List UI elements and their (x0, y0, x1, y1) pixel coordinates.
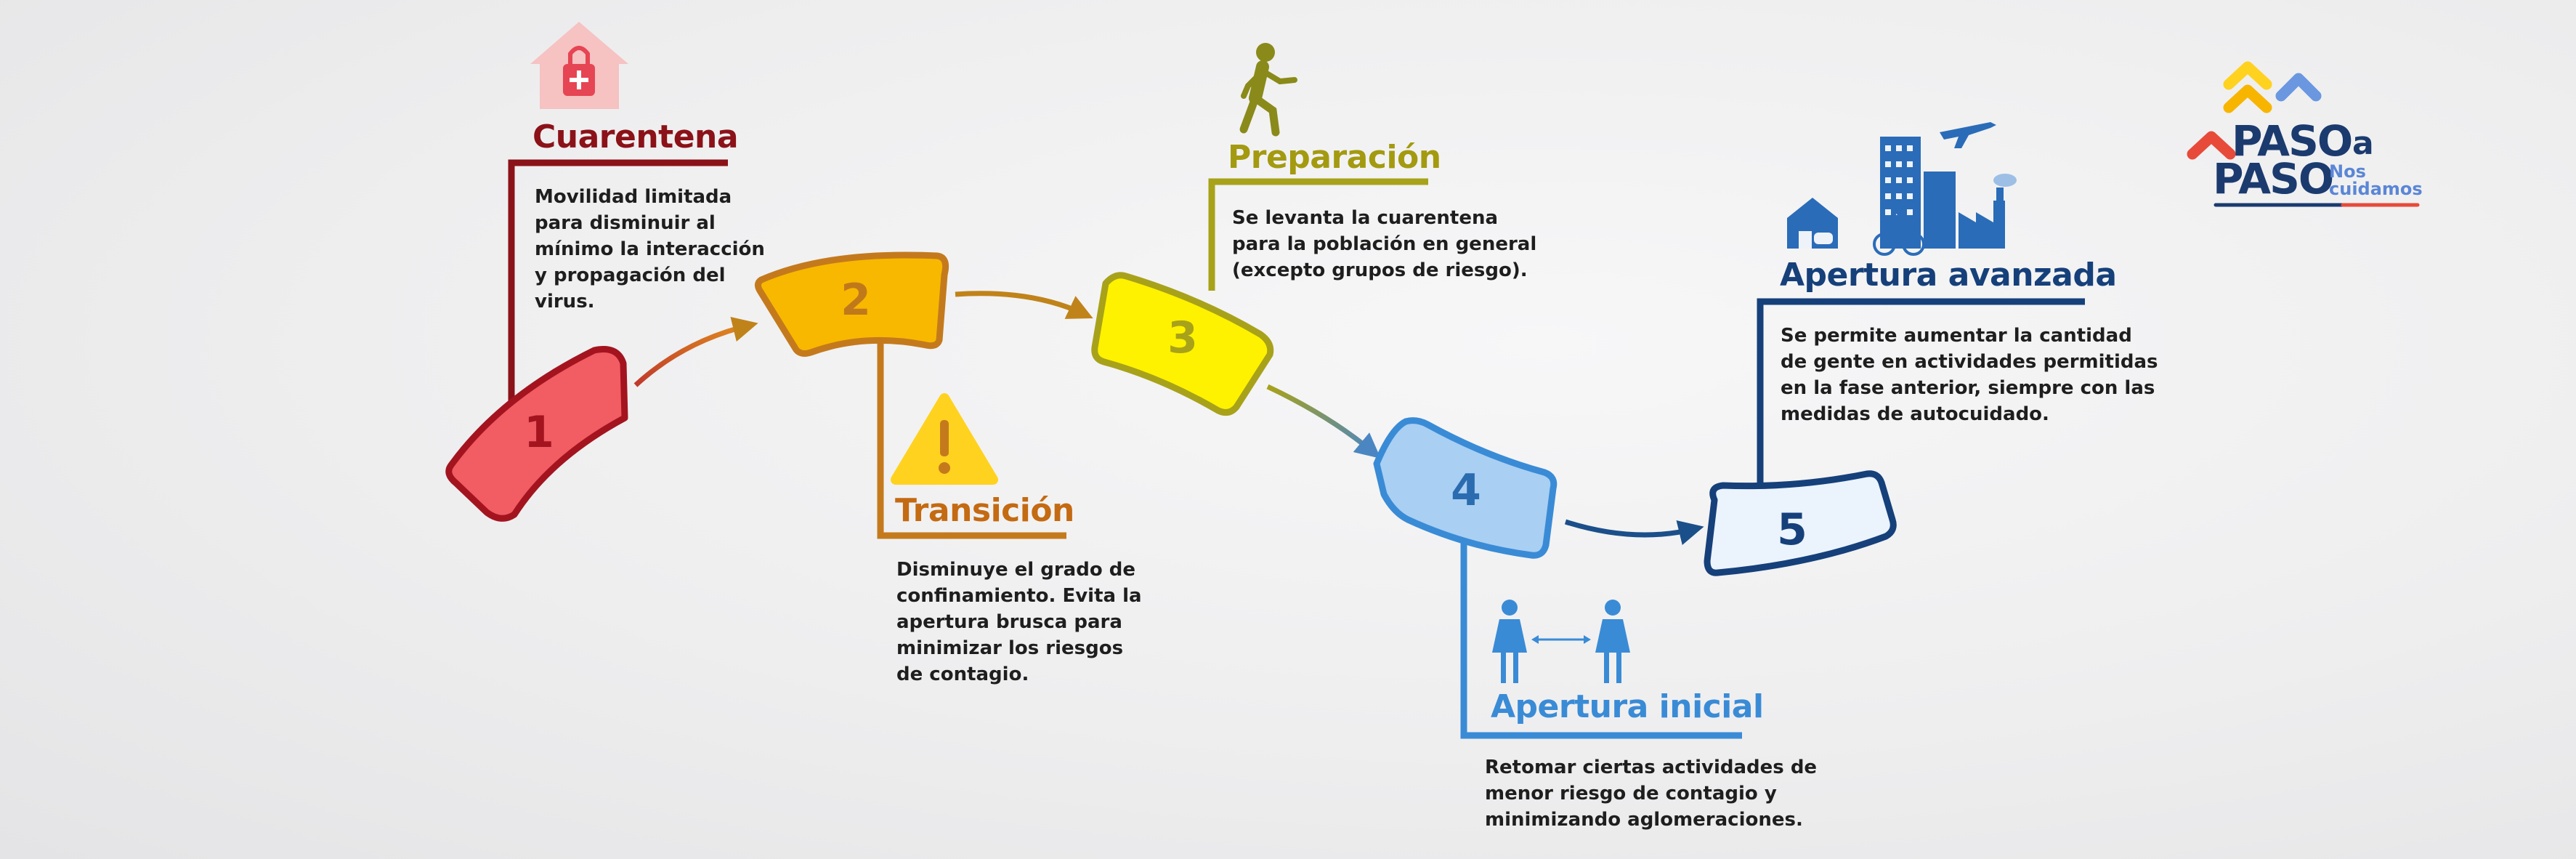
phase-2-title: Transición (895, 492, 1074, 529)
phase-2-callout-line (877, 342, 1066, 539)
phase-1-number: 1 (524, 407, 554, 458)
phase-3-callout-line (1208, 178, 1428, 291)
phase-2-block (754, 251, 949, 357)
phase-1-title: Cuarentena (532, 118, 739, 156)
phase-5 (1704, 122, 2085, 576)
phase-2-number: 2 (841, 275, 871, 326)
phase-4-description: Retomar ciertas actividades de menor rie… (1485, 757, 1818, 831)
phase-4 (1373, 417, 1742, 739)
paso-a-paso-logo-mark (2187, 61, 2420, 207)
phase-5-number: 5 (1777, 504, 1807, 555)
phase-2 (754, 251, 1066, 539)
phase-5-block (1704, 470, 1897, 576)
logo-word-paso-top: PASO (2232, 116, 2353, 166)
phase-3-block (1091, 272, 1274, 416)
phase-5-title: Apertura avanzada (1780, 257, 2117, 294)
phase-3-title: Preparación (1228, 139, 1441, 176)
phase-2-description: Disminuye el grado de confinamiento. Evi… (896, 559, 1142, 685)
phase-1 (445, 22, 728, 522)
phase-4-number: 4 (1451, 465, 1481, 516)
arrow-1-to-2 (633, 316, 758, 387)
walking-person-icon (1239, 43, 1297, 137)
phase-1-description: Movilidad limitada para disminuir al mín… (535, 186, 765, 312)
warning-icon (891, 393, 998, 485)
phase-1-callout-line (508, 159, 728, 403)
arrow-2-to-3 (955, 291, 1093, 319)
phase-3 (1091, 43, 1428, 416)
locked-house-icon (530, 22, 628, 109)
phase-4-block (1373, 417, 1558, 559)
social-distancing-icon (1492, 600, 1630, 683)
arrow-4-to-5 (1564, 519, 1704, 545)
city-activity-icon (1787, 122, 2017, 256)
phase-4-title: Apertura inicial (1491, 688, 1764, 725)
phase-4-callout-line (1460, 538, 1742, 739)
logo-tagline-cuidamos: cuidamos (2329, 179, 2423, 199)
logo-tagline-nos: Nos (2329, 161, 2366, 182)
phase-5-callout-line (1757, 298, 2085, 487)
phase-3-description: Se levanta la cuarentena para la poblaci… (1232, 207, 1537, 281)
phase-5-description: Se permite aumentar la cantidad de gente… (1781, 325, 2158, 425)
logo-connector: a (2352, 125, 2374, 162)
phase-1-block (445, 346, 628, 522)
arrow-3-to-4 (1266, 384, 1381, 459)
phase-3-number: 3 (1167, 312, 1198, 363)
logo-word-paso-bottom: PASO (2213, 154, 2334, 203)
